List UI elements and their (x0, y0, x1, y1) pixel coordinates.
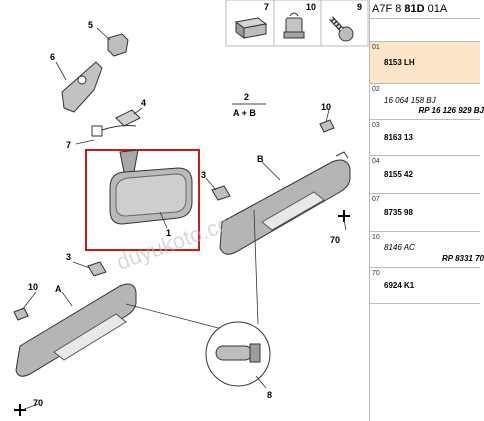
callout-4: 4 (141, 98, 146, 108)
part-row-07[interactable]: 07 8735 98 (370, 194, 480, 232)
reference-suffix: 01A (427, 3, 448, 15)
leader-lines (21, 27, 347, 411)
adhesive-part-7 (91, 125, 137, 137)
part-index: 04 (372, 158, 380, 165)
parts-diagram: 7 10 9 (13, 0, 369, 416)
reference-bold: 81D (404, 3, 425, 15)
callout-10-right: 10 (321, 102, 331, 112)
part-index: 07 (372, 196, 380, 203)
part-ref-line2: RP 8331 70 (442, 254, 484, 263)
icon-label-9: 9 (357, 2, 362, 12)
part-index: 03 (372, 122, 380, 129)
part-code: 6924 K1 (384, 281, 415, 290)
part-index: 10 (372, 234, 380, 241)
reference-header: A7F 8 81D 01A (370, 0, 480, 19)
part-ref-line1: 8146 AC (384, 243, 415, 252)
adhesive-pad-icon (234, 17, 268, 39)
rear-view-mirror-part-1[interactable] (109, 149, 193, 225)
parts-list-panel: A7F 8 81D 01A 01 8153 LH 02 16 064 158 B… (369, 0, 484, 421)
part-index: 70 (372, 270, 380, 277)
part-row-02[interactable]: 02 16 064 158 BJ RP 16 126 929 BJ (370, 84, 484, 120)
visor-clip-part-3-right (211, 185, 231, 201)
visor-clip-part-10-right (319, 119, 335, 133)
cover-clip-part-5 (107, 33, 129, 57)
visor-clip-part-3-left (87, 261, 107, 277)
callout-a: A (55, 284, 62, 294)
part-index: 02 (372, 86, 380, 93)
part-code: 8155 42 (384, 170, 413, 179)
reference-prefix: A7F 8 (372, 3, 402, 15)
part-index: 01 (372, 44, 380, 51)
callout-7: 7 (66, 140, 71, 150)
visor-clip-part-10-left (13, 307, 29, 321)
part-row-70[interactable]: 70 6924 K1 (370, 268, 480, 304)
highlight-box (85, 149, 200, 251)
callout-3-left: 3 (66, 252, 71, 262)
part-code: 8163 13 (384, 133, 413, 142)
part-row-04[interactable]: 04 8155 42 (370, 156, 480, 194)
top-icon-strip: 7 10 9 (225, 0, 369, 47)
part-row-01[interactable]: 01 8153 LH (370, 42, 480, 84)
callout-10-left: 10 (28, 282, 38, 292)
callout-b: B (257, 154, 264, 164)
callout-8: 8 (267, 390, 272, 400)
sunvisor-a[interactable] (15, 283, 137, 377)
callout-3-right: 3 (201, 170, 206, 180)
callout-70-right: 70 (330, 235, 340, 245)
icon-label-10: 10 (306, 2, 316, 12)
part-ref-line2: RP 16 126 929 BJ (418, 106, 484, 115)
part-row-03[interactable]: 03 8163 13 (370, 120, 480, 156)
callout-5: 5 (88, 20, 93, 30)
screw-icon (329, 16, 354, 42)
callout-2: 2 (244, 92, 249, 102)
callout-6: 6 (50, 52, 55, 62)
part-ref-line1: 16 064 158 BJ (384, 96, 436, 105)
bulb-part-8[interactable] (205, 321, 271, 387)
callout-70-left: 70 (33, 398, 43, 408)
part-row-10[interactable]: 10 8146 AC RP 8331 70 (370, 232, 484, 268)
callout-a-plus-b: A + B (233, 108, 256, 118)
callout-1: 1 (166, 228, 171, 238)
part-code: 8153 LH (384, 58, 415, 67)
screw-part-70-left (14, 404, 26, 416)
icon-label-7: 7 (264, 2, 269, 12)
sunvisor-b[interactable] (219, 151, 351, 255)
header-spacer (370, 19, 480, 42)
clip-icon (283, 12, 305, 39)
mount-bracket-part-6 (61, 61, 103, 113)
part-code: 8735 98 (384, 208, 413, 217)
